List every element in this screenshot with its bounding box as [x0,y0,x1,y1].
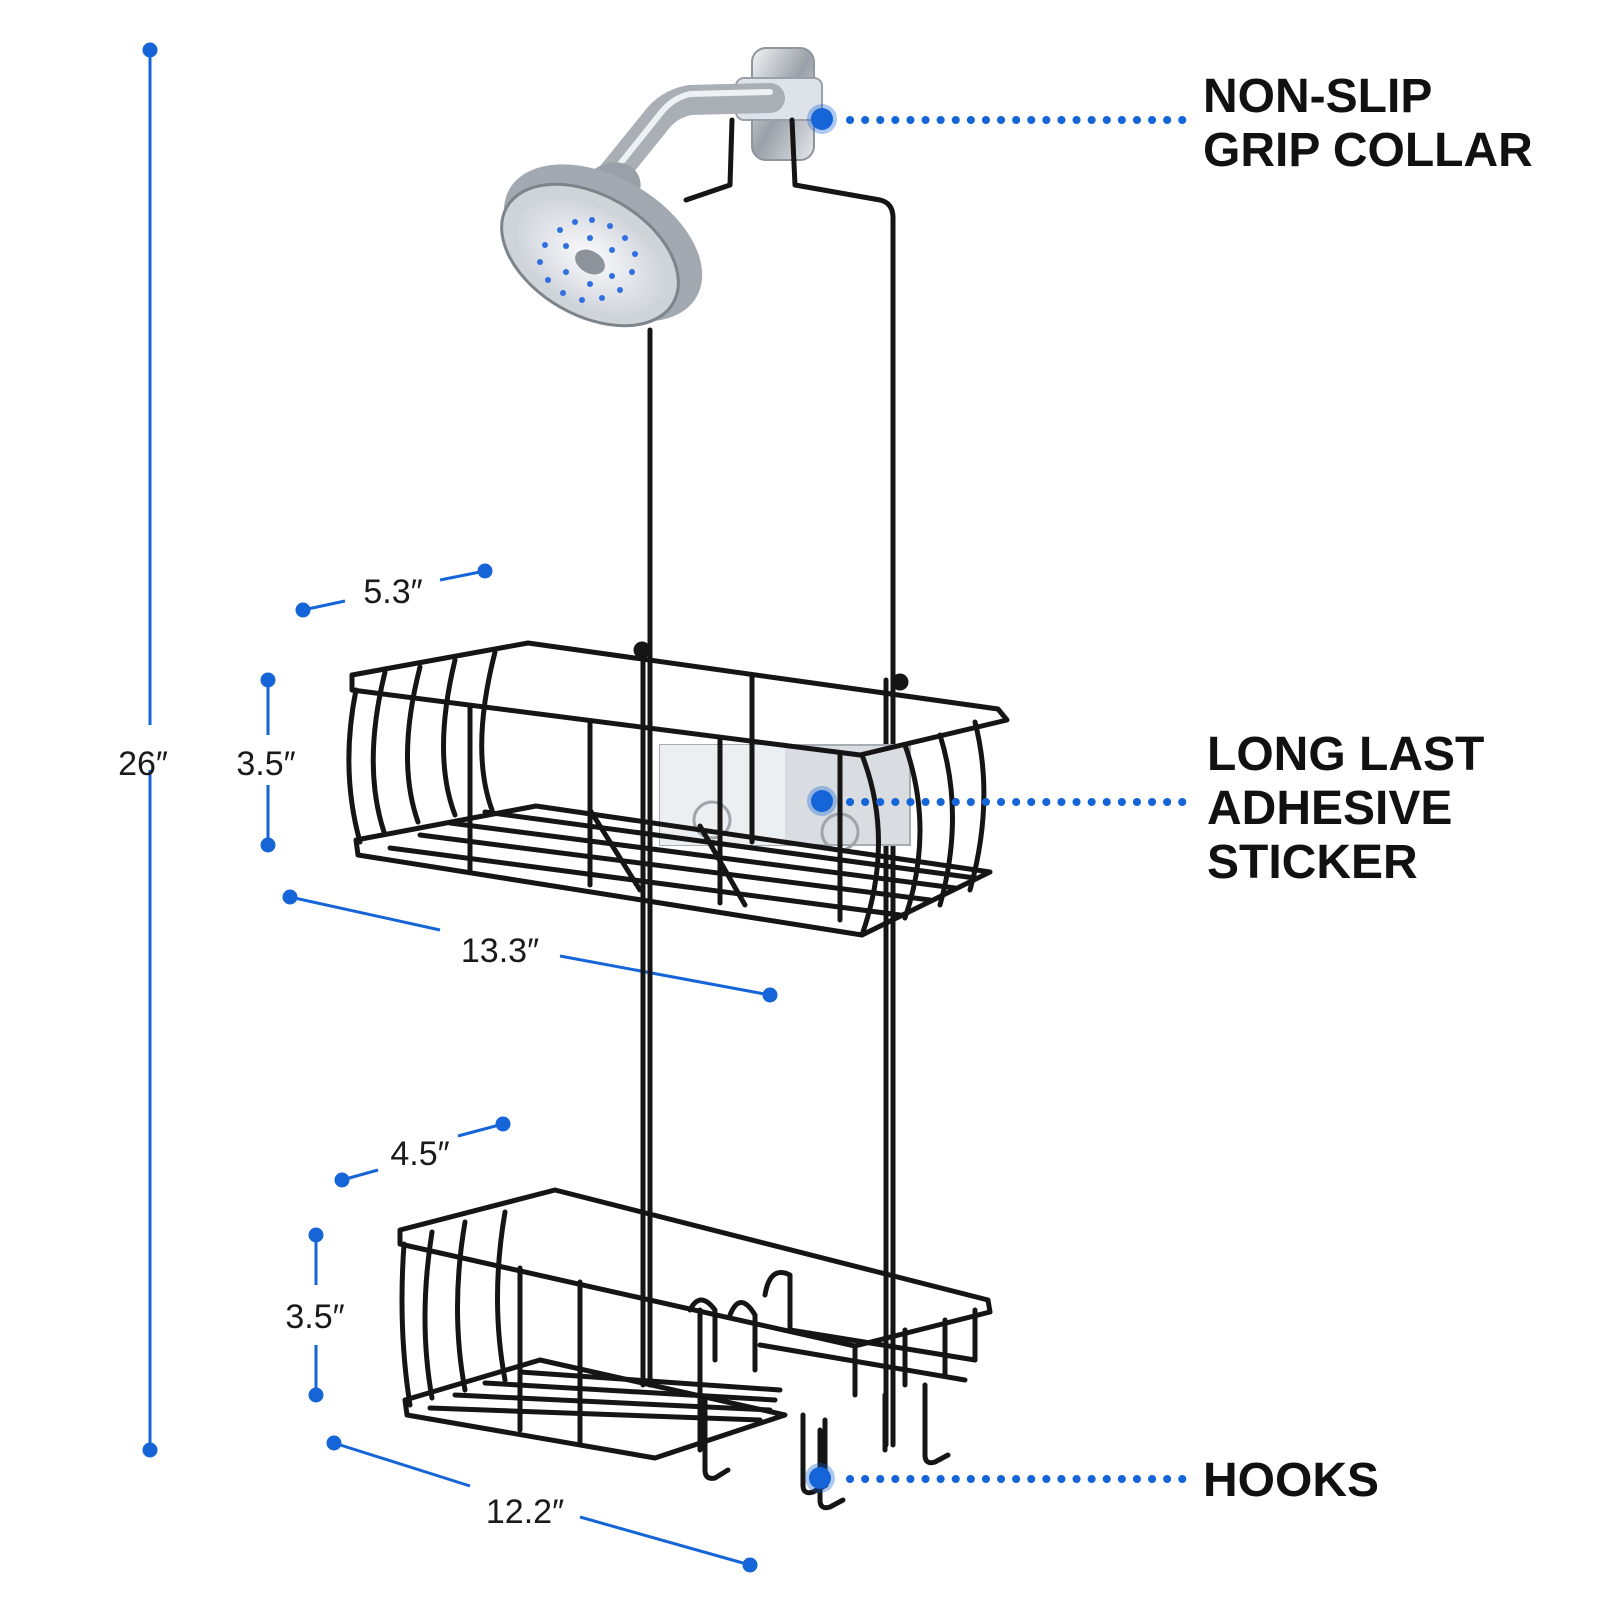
callout-hooks: HOOKS [1203,1454,1379,1507]
callout-leaders [805,104,1189,1493]
dim-top-height: 3.5″ [236,745,295,783]
caddy-frame [633,117,909,1448]
dim-bottom-width: 12.2″ [486,1493,564,1531]
callout-sticker-line-1: LONG LAST [1207,728,1484,781]
dimension-lines [142,42,778,1573]
callout-collar-line-2: GRIP COLLAR [1203,124,1533,177]
callout-sticker-line-3: STICKER [1207,836,1418,889]
bottom-basket [397,1187,993,1511]
dim-bottom-depth: 4.5″ [390,1135,449,1173]
shower-head [500,47,823,328]
dim-bottom-height: 3.5″ [285,1298,344,1336]
callout-sticker-line-2: ADHESIVE [1207,782,1452,835]
dim-total-height: 26″ [118,745,168,783]
callout-collar-line-1: NON-SLIP [1203,70,1432,123]
dim-top-depth: 5.3″ [363,573,422,611]
dim-top-width: 13.3″ [461,932,539,970]
